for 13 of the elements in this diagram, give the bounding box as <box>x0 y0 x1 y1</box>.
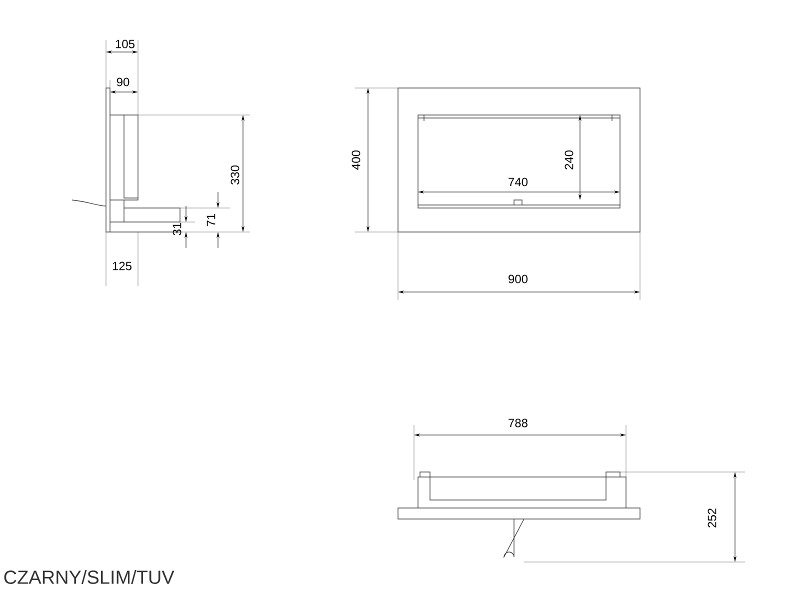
dimension-label: 105 <box>116 40 134 48</box>
model-caption: CZARNY/SLIM/TUV <box>4 570 174 584</box>
dimension-label: 90 <box>116 78 130 86</box>
dimension-label: 125 <box>112 262 132 270</box>
dimension-label: 71 <box>206 214 216 226</box>
dimension-label: 252 <box>708 508 716 528</box>
dimension-label: 240 <box>564 150 574 170</box>
dimension-label: 788 <box>508 418 528 428</box>
dimension-label: 900 <box>508 274 528 284</box>
dimension-label: 740 <box>508 178 528 186</box>
dimension-label: 330 <box>230 165 240 185</box>
dimension-label: 31 <box>172 222 182 236</box>
dimension-label: 400 <box>352 150 360 170</box>
